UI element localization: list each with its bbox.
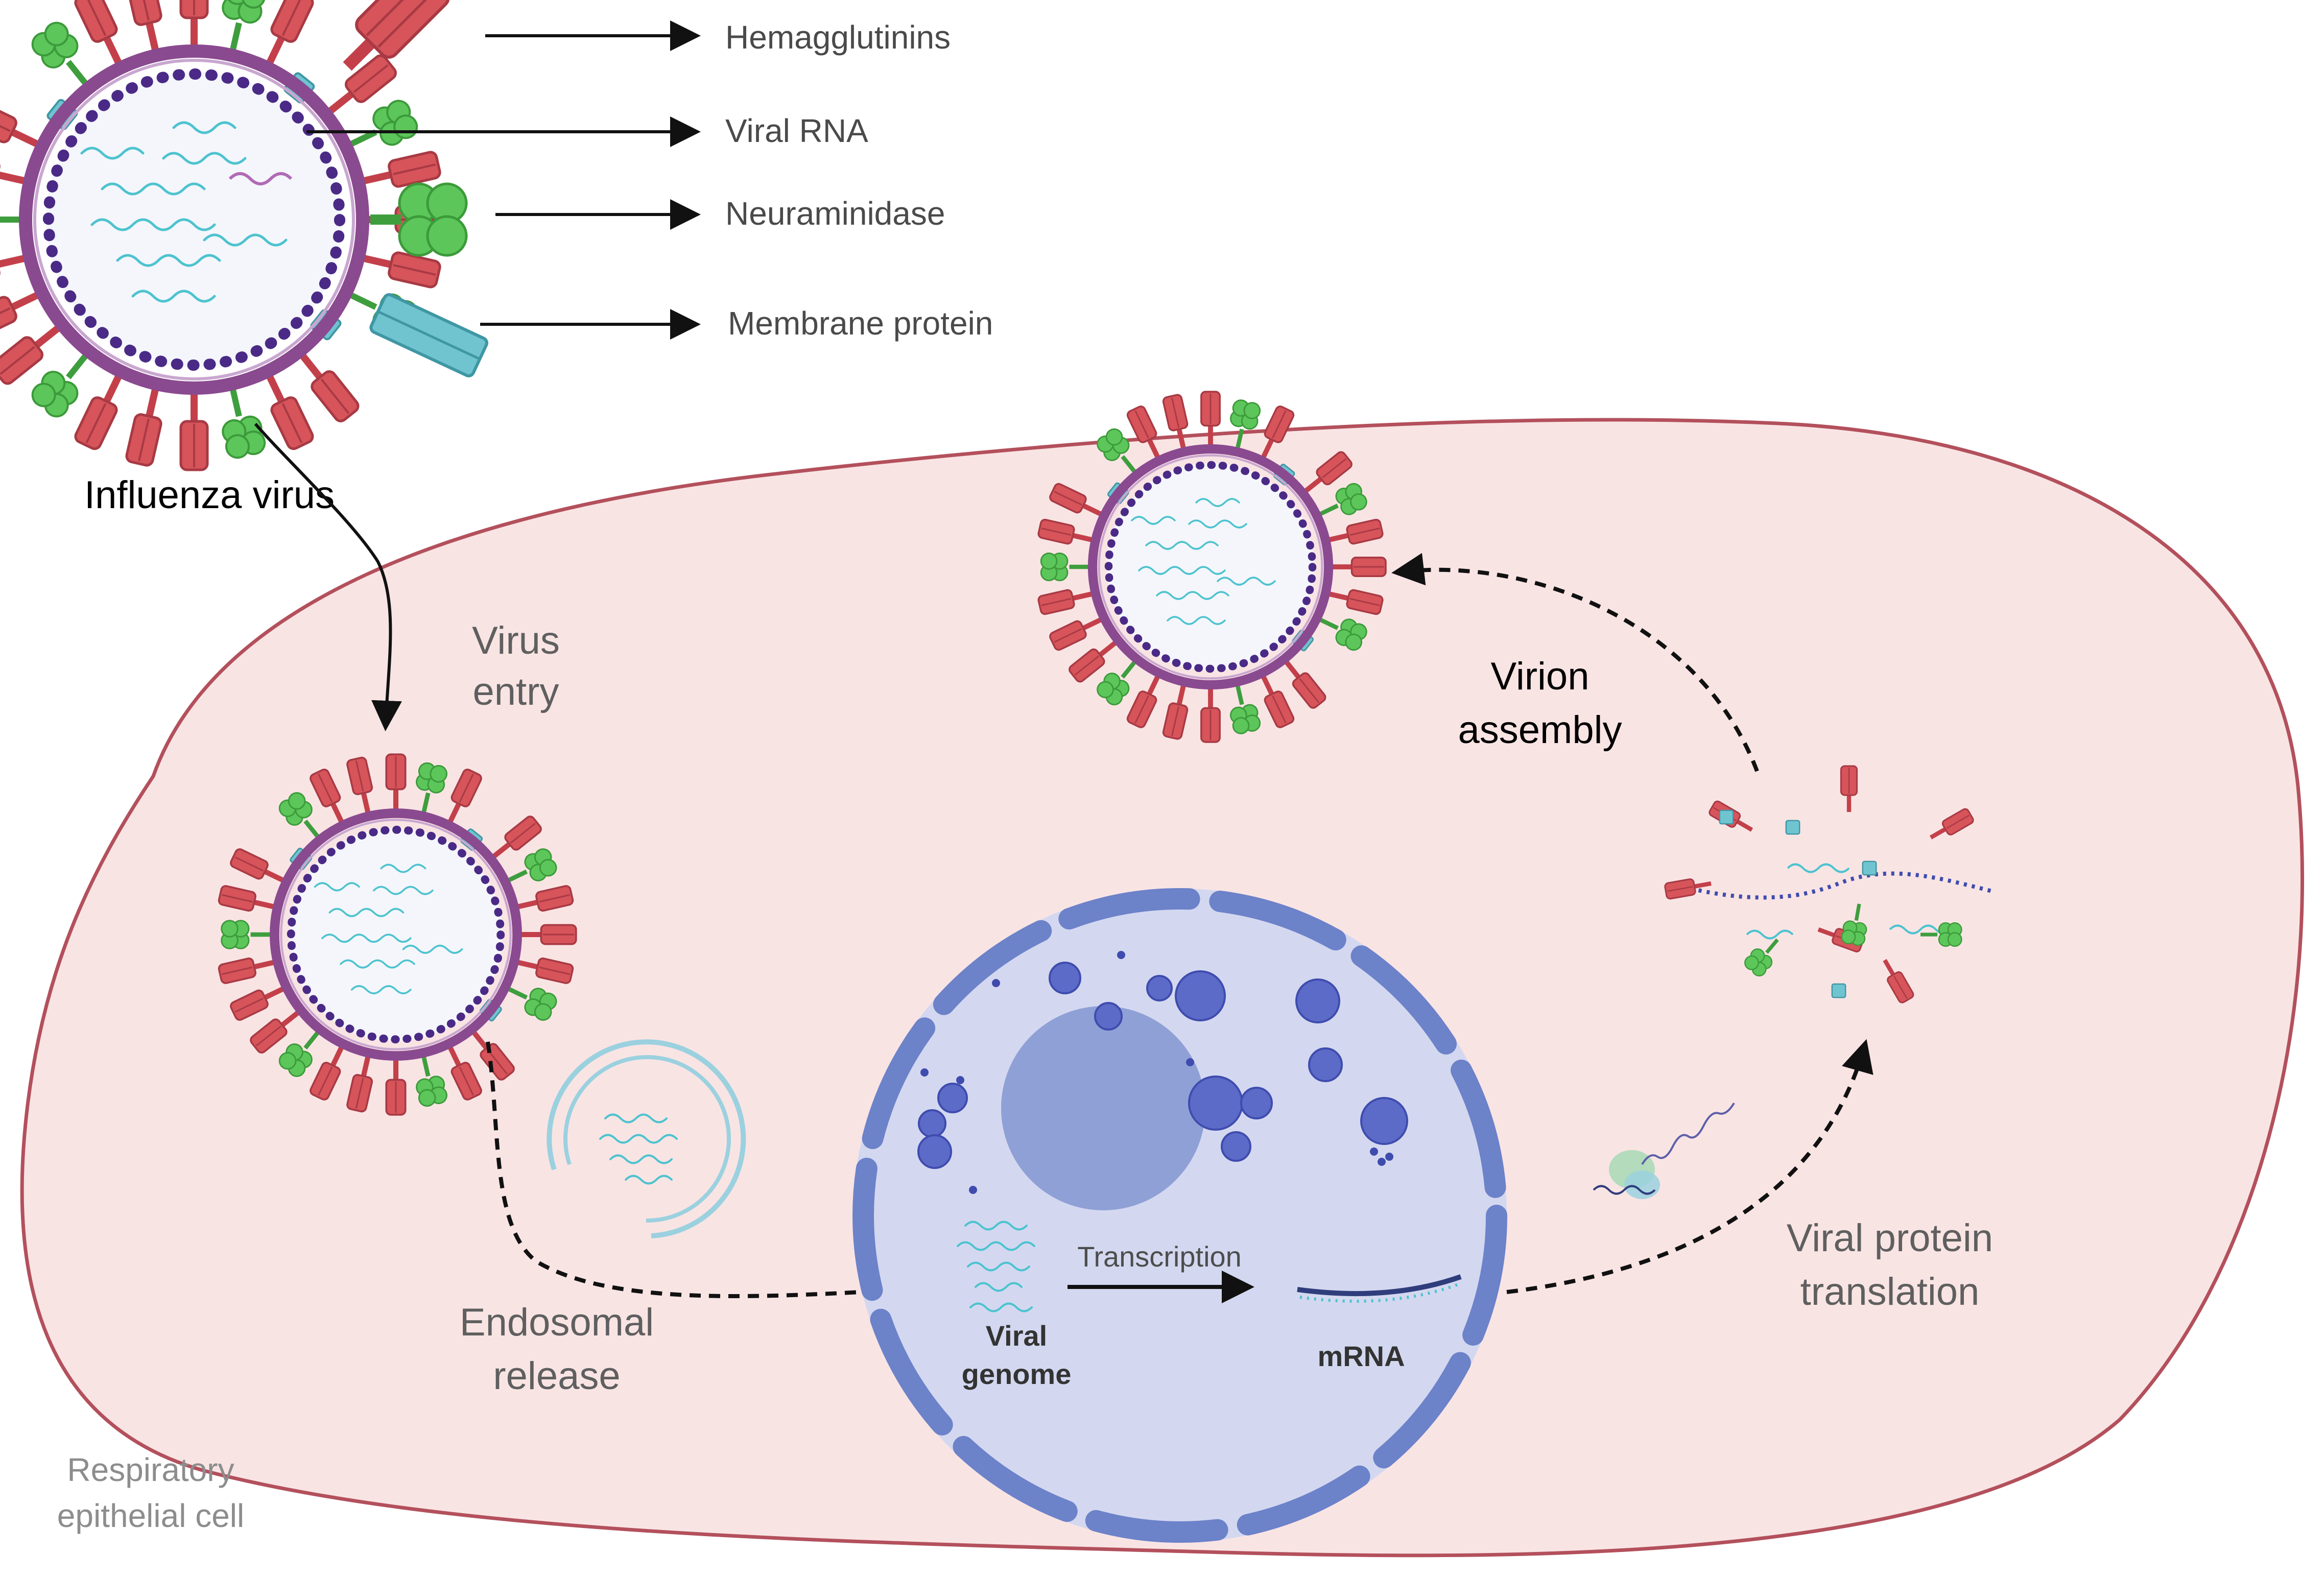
transcription-label: Transcription <box>1077 1240 1242 1273</box>
virus-entry-arrow <box>254 423 402 731</box>
virus-entry-label-line1: Virus <box>472 619 560 662</box>
cell-label-line2: epithelial cell <box>57 1497 244 1534</box>
influenza-virus-illustration <box>0 0 489 470</box>
hemagglutinins-label: Hemagglutinins <box>725 19 951 56</box>
viral-genome-illustration <box>957 1221 1035 1312</box>
influenza-virus-label: Influenza virus <box>84 473 335 517</box>
virus-entry-label-line2: entry <box>473 670 559 713</box>
translation-label-line2: translation <box>1800 1270 1980 1313</box>
mrna-illustration <box>1297 1274 1462 1296</box>
ribosome-illustration <box>1593 1102 1735 1199</box>
cell-label-line1: Respiratory <box>67 1451 234 1488</box>
nucleolus <box>1001 1006 1205 1210</box>
virion-assembly-label-line1: Virion <box>1491 655 1590 698</box>
mrna-label: mRNA <box>1317 1340 1405 1372</box>
membrane-protein-label: Membrane protein <box>728 305 993 342</box>
neuraminidase-label: Neuraminidase <box>725 195 945 232</box>
nucleus <box>852 888 1507 1543</box>
translation-arrow <box>1506 1039 1874 1294</box>
virion-assembly-arrow <box>1391 553 1759 772</box>
endosome <box>547 1039 746 1238</box>
viral-rna-label: Viral RNA <box>725 112 868 149</box>
legend-arrows <box>306 20 701 340</box>
endosomal-release-label-line1: Endosomal <box>460 1301 654 1344</box>
translation-label-line1: Viral protein <box>1787 1216 1993 1260</box>
endosomal-release-label-line2: release <box>493 1354 620 1398</box>
viral-proteins-cluster <box>1664 765 1993 1005</box>
nuclear-bodies <box>917 962 1408 1169</box>
virion-assembly-label-line2: assembly <box>1458 708 1622 752</box>
viral-genome-label-line1: Viral <box>986 1320 1047 1352</box>
viral-genome-label-line2: genome <box>962 1358 1072 1390</box>
